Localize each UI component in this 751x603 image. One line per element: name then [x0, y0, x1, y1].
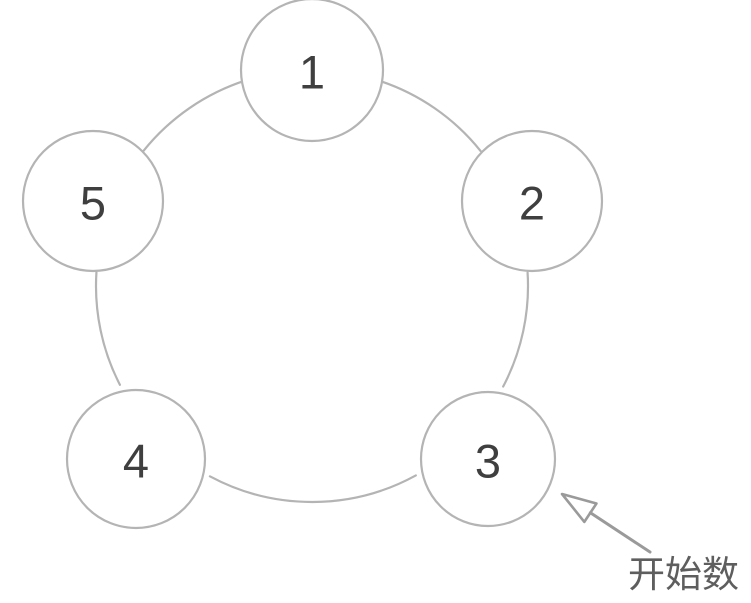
arrow-head-icon [560, 492, 598, 524]
node-label-3: 3 [475, 435, 501, 488]
node-circle-1[interactable] [239, 0, 385, 143]
node-label-1: 1 [299, 46, 325, 99]
ring-arc-5-to-1 [142, 79, 248, 152]
node-circle-3[interactable] [419, 390, 557, 528]
node-circle-2[interactable] [460, 129, 604, 273]
ring-arc-4-to-5 [94, 271, 122, 386]
arrow-shaft [588, 511, 652, 554]
node-label-5: 5 [80, 177, 106, 230]
node-label-2: 2 [519, 177, 545, 230]
ring-arc-group [94, 79, 530, 504]
ring-node-2[interactable]: 2 [460, 129, 604, 273]
start-annotation-label: 开始数 [628, 553, 739, 596]
node-circle-5[interactable] [21, 129, 165, 273]
node-circle-4[interactable] [65, 388, 207, 530]
ring-node-1[interactable]: 1 [239, 0, 385, 143]
start-pointer-arrow [560, 492, 652, 554]
ring-arc-3-to-4 [208, 474, 417, 504]
ring-node-5[interactable]: 5 [21, 129, 165, 273]
ring-arc-2-to-3 [502, 271, 530, 388]
ring-node-4[interactable]: 4 [65, 388, 207, 530]
ring-node-3[interactable]: 3 [419, 390, 557, 528]
ring-node-group: 1 2 3 4 5 [21, 0, 604, 530]
ring-arc-1-to-2 [376, 79, 482, 153]
node-label-4: 4 [123, 435, 149, 488]
